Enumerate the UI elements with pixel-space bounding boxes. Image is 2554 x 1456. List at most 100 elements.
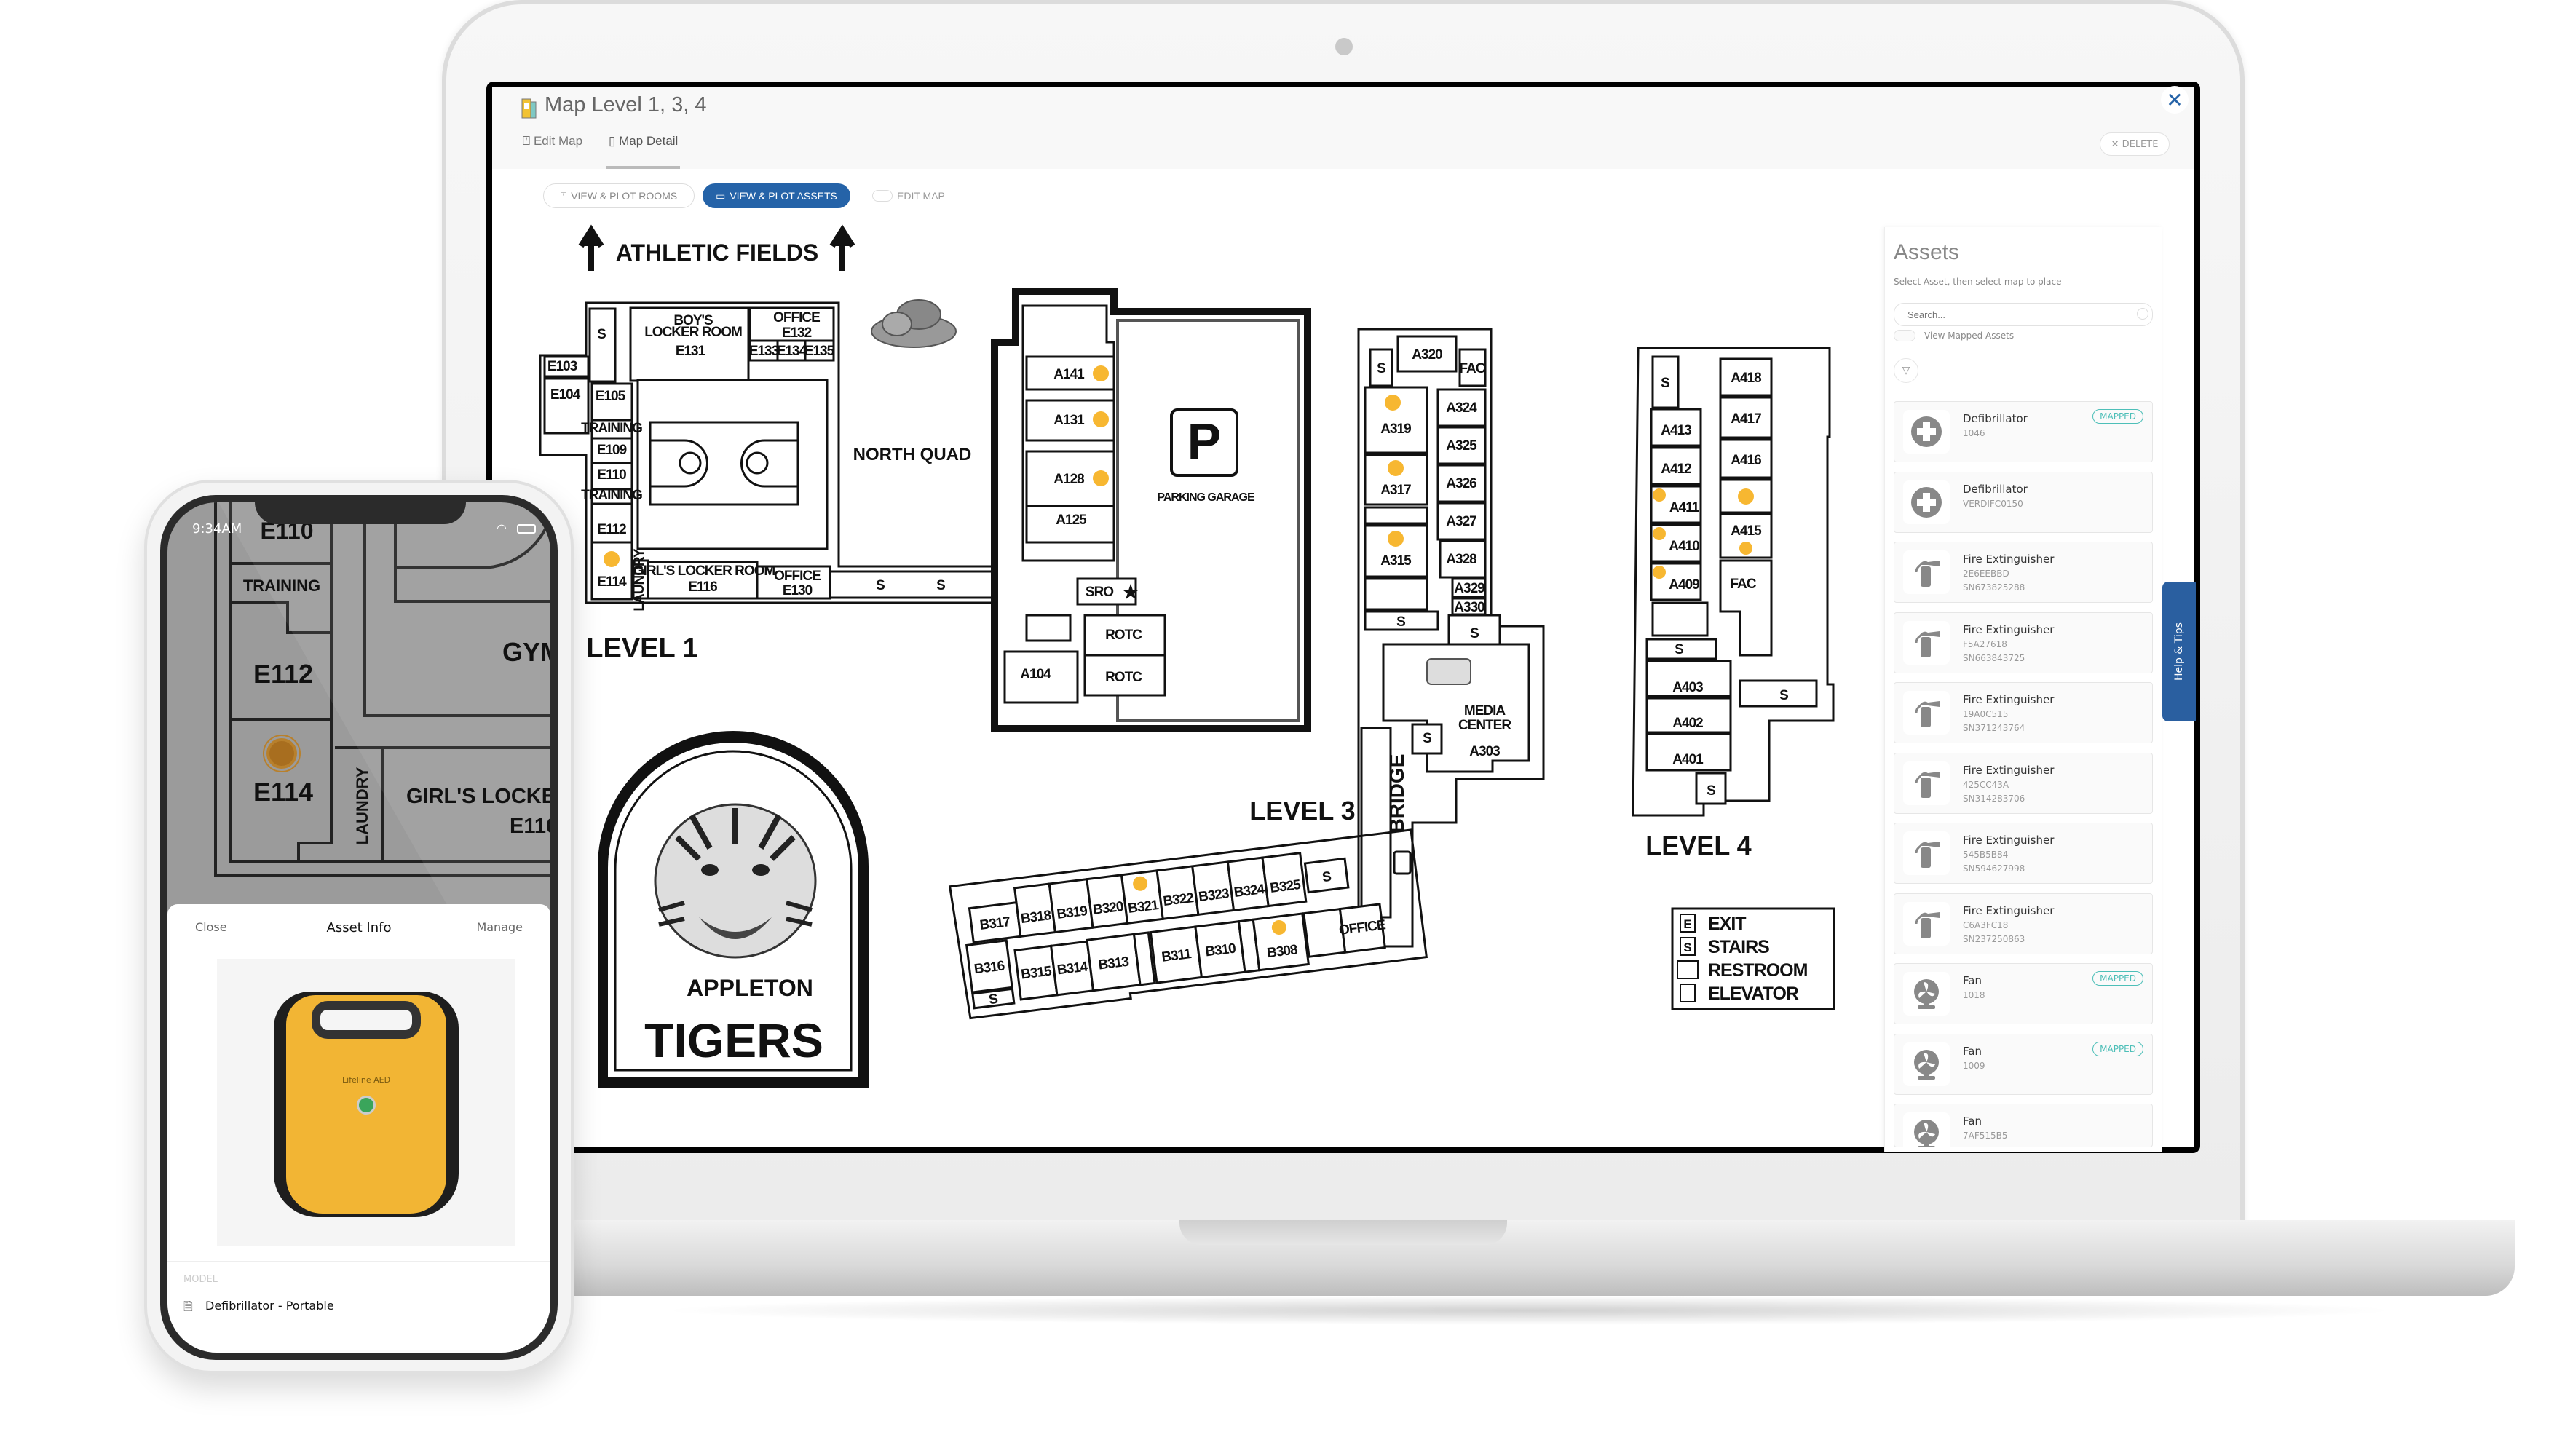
asset-photo: Lifeline AED <box>217 959 515 1246</box>
close-icon[interactable]: ✕ <box>2161 86 2189 114</box>
phone-notch <box>255 495 466 524</box>
asset-marker[interactable] <box>1739 542 1752 555</box>
books-icon <box>1426 658 1471 685</box>
asset-marker[interactable] <box>1653 488 1666 502</box>
floor-map[interactable]: ATHLETIC FIELDS BOY'S LOCKER ROOM E131 O… <box>492 218 1884 1147</box>
svg-text:LOCKER ROOM: LOCKER ROOM <box>644 325 742 340</box>
svg-text:OFFICE: OFFICE <box>774 569 821 584</box>
view-mapped-toggle[interactable] <box>1894 330 1916 341</box>
svg-text:EXIT: EXIT <box>1708 914 1746 934</box>
level-3-b-wing: B317 B318 B319 B320 B321 B322 B323 B324 … <box>948 828 1428 1020</box>
svg-text:S: S <box>1377 361 1385 376</box>
fire-extinguisher-icon <box>1903 901 1950 946</box>
search-icon[interactable] <box>2137 308 2148 320</box>
toggle-switch[interactable] <box>872 190 893 202</box>
level-3-building: S A320 FAC A319 A317 A315 A324 A325 A326… <box>1357 328 1545 948</box>
battery-icon <box>517 524 536 534</box>
help-tips-tab[interactable]: Help & Tips <box>2162 582 2196 721</box>
asset-marker[interactable] <box>1271 919 1287 935</box>
svg-text:E103: E103 <box>547 359 577 374</box>
svg-text:E104: E104 <box>550 387 581 403</box>
level-4-building: S A418 A413 A417 A412 A416 A411 A415 A41… <box>1632 347 1835 817</box>
asset-marker[interactable] <box>1385 395 1401 411</box>
asset-id: 545B5B84 <box>1963 850 2009 860</box>
asset-marker[interactable] <box>1653 527 1666 540</box>
svg-text:B315: B315 <box>1020 964 1053 983</box>
svg-text:A317: A317 <box>1380 483 1411 498</box>
svg-text:BRIDGE: BRIDGE <box>1385 754 1408 834</box>
view-plot-assets-button[interactable]: ▭VIEW & PLOT ASSETS <box>703 183 850 208</box>
asset-marker[interactable] <box>1093 411 1109 427</box>
svg-text:A401: A401 <box>1672 752 1704 767</box>
asset-search-input[interactable] <box>1894 303 2153 326</box>
svg-text:B318: B318 <box>1020 908 1052 927</box>
asset-id: 425CC43A <box>1963 779 2009 790</box>
asset-id: 1009 <box>1963 1060 1985 1071</box>
svg-text:A328: A328 <box>1446 552 1476 567</box>
fan-icon <box>1903 972 1950 1016</box>
svg-text:BOY'S: BOY'S <box>673 313 713 328</box>
svg-text:A329: A329 <box>1454 581 1484 596</box>
asset-id: F5A27618 <box>1963 638 2007 649</box>
asset-marker[interactable] <box>1388 460 1404 476</box>
asset-marker[interactable] <box>1388 531 1404 547</box>
view-plot-rooms-button[interactable]: ⍞VIEW & PLOT ROOMS <box>543 183 695 208</box>
svg-text:S: S <box>1396 614 1405 630</box>
svg-text:A326: A326 <box>1446 476 1476 491</box>
svg-text:S: S <box>936 578 945 593</box>
asset-marker[interactable] <box>1093 470 1109 486</box>
svg-text:B317: B317 <box>979 914 1011 933</box>
svg-text:E116: E116 <box>510 815 550 838</box>
restroom-icon <box>1677 960 1699 979</box>
filter-icon[interactable]: ▽ <box>1894 358 1918 383</box>
fire-extinguisher-icon <box>1903 620 1950 665</box>
close-button[interactable]: Close <box>195 920 227 934</box>
delete-button[interactable]: ✕ DELETE <box>2100 132 2170 156</box>
view-mapped-label: View Mapped Assets <box>1924 331 2015 341</box>
asset-name: Defibrillator <box>1963 482 2028 496</box>
level-1-building: BOY'S LOCKER ROOM E131 OFFICE E132 E133 … <box>539 301 996 612</box>
svg-text:TIGERS: TIGERS <box>644 1013 823 1067</box>
asset-marker[interactable] <box>604 551 620 567</box>
svg-text:PARKING GARAGE: PARKING GARAGE <box>1157 491 1255 504</box>
svg-text:B321: B321 <box>1127 898 1160 917</box>
sheet-title: Asset Info <box>326 920 392 935</box>
asset-name: Fan <box>1963 1044 1982 1058</box>
asset-marker[interactable] <box>1738 488 1754 505</box>
asset-marker[interactable] <box>1093 365 1109 381</box>
svg-text:GYM: GYM <box>502 637 550 667</box>
svg-text:ATHLETIC FIELDS: ATHLETIC FIELDS <box>616 240 819 266</box>
asset-marker[interactable] <box>266 738 297 769</box>
svg-text:APPLETON: APPLETON <box>687 975 813 1001</box>
svg-text:S: S <box>1779 688 1788 703</box>
svg-text:A410: A410 <box>1669 539 1699 554</box>
svg-text:S: S <box>988 992 998 1008</box>
rocks-icon <box>871 299 957 348</box>
tab-map-detail[interactable]: ▯ Map Detail <box>609 134 679 148</box>
svg-text:A141: A141 <box>1053 367 1085 382</box>
svg-text:A330: A330 <box>1454 600 1484 615</box>
phone-map[interactable]: E110 TRAINING E112 E114 GYM LAUNDRY GIRL… <box>167 502 550 1353</box>
mapped-badge: MAPPED <box>2092 971 2143 986</box>
svg-text:GIRL'S LOCKER: GIRL'S LOCKER <box>406 785 550 808</box>
edit-map-toggle[interactable]: EDIT MAP <box>872 183 954 208</box>
asset-marker[interactable] <box>1653 566 1666 579</box>
tab-edit-map[interactable]: ⍞ Edit Map <box>523 134 583 148</box>
svg-text:E132: E132 <box>782 325 812 341</box>
star-icon: ★ <box>1122 581 1139 603</box>
asset-id: SN371243764 <box>1963 723 2025 733</box>
svg-text:S: S <box>1661 376 1669 391</box>
asset-marker[interactable] <box>1132 876 1148 892</box>
manage-button[interactable]: Manage <box>476 920 523 934</box>
